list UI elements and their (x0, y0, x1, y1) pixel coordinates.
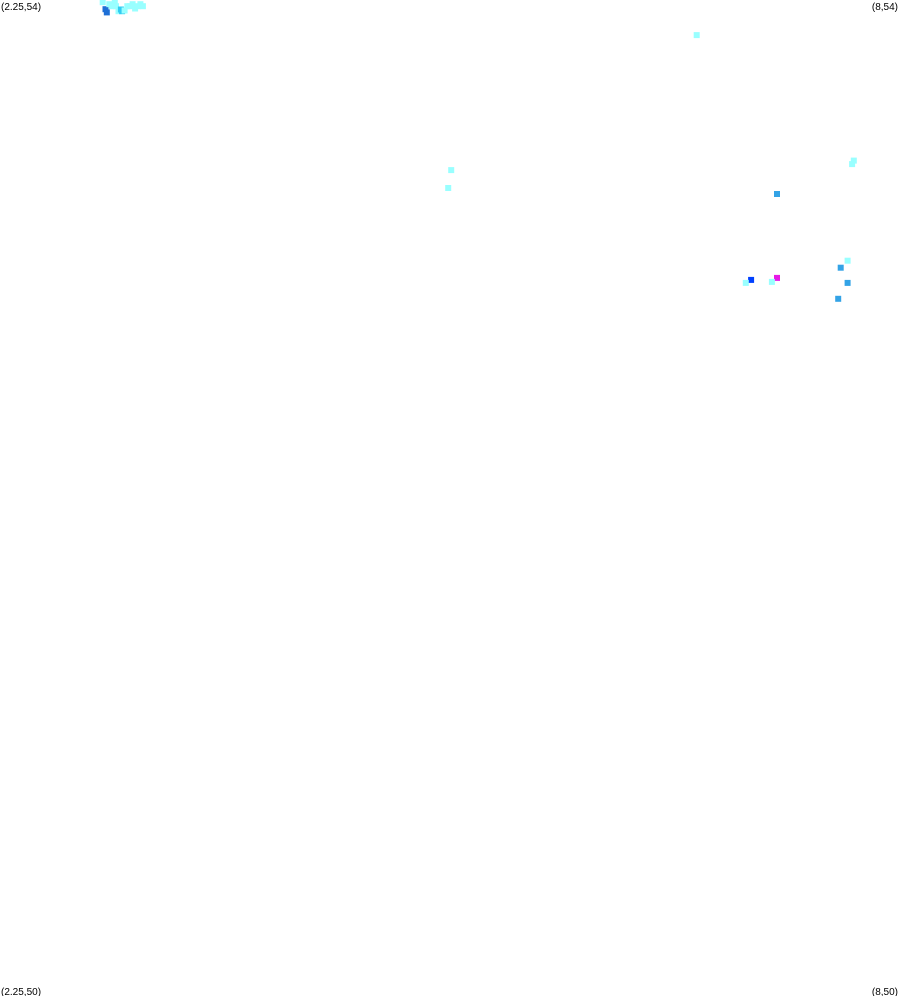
data-point-17 (139, 3, 146, 10)
corner-label-top-left: (2.25,54) (1, 2, 41, 13)
data-point-5 (111, 0, 118, 6)
data-point-0 (99, 0, 106, 6)
data-point-13 (129, 1, 136, 8)
data-point-31 (835, 295, 842, 302)
data-point-22 (849, 161, 856, 168)
data-point-24 (844, 257, 851, 264)
corner-label-bottom-left: (2.25,50) (1, 987, 41, 996)
data-point-30 (844, 279, 851, 286)
data-point-28 (742, 279, 749, 286)
data-point-19 (448, 167, 455, 174)
data-point-10 (121, 7, 128, 14)
data-point-6 (113, 3, 119, 10)
data-point-27 (748, 276, 755, 283)
data-point-20 (445, 185, 452, 191)
data-point-26 (774, 274, 780, 281)
data-point-23 (774, 191, 780, 197)
data-point-18 (693, 32, 700, 39)
data-point-29 (768, 278, 775, 285)
data-point-25 (837, 264, 844, 271)
corner-label-bottom-right: (8,50) (872, 987, 898, 996)
data-point-4 (108, 3, 115, 10)
data-points (99, 0, 857, 302)
corner-label-top-right: (8,54) (872, 2, 898, 13)
data-point-1 (102, 6, 109, 13)
data-point-2 (103, 9, 110, 16)
data-point-21 (850, 157, 857, 164)
